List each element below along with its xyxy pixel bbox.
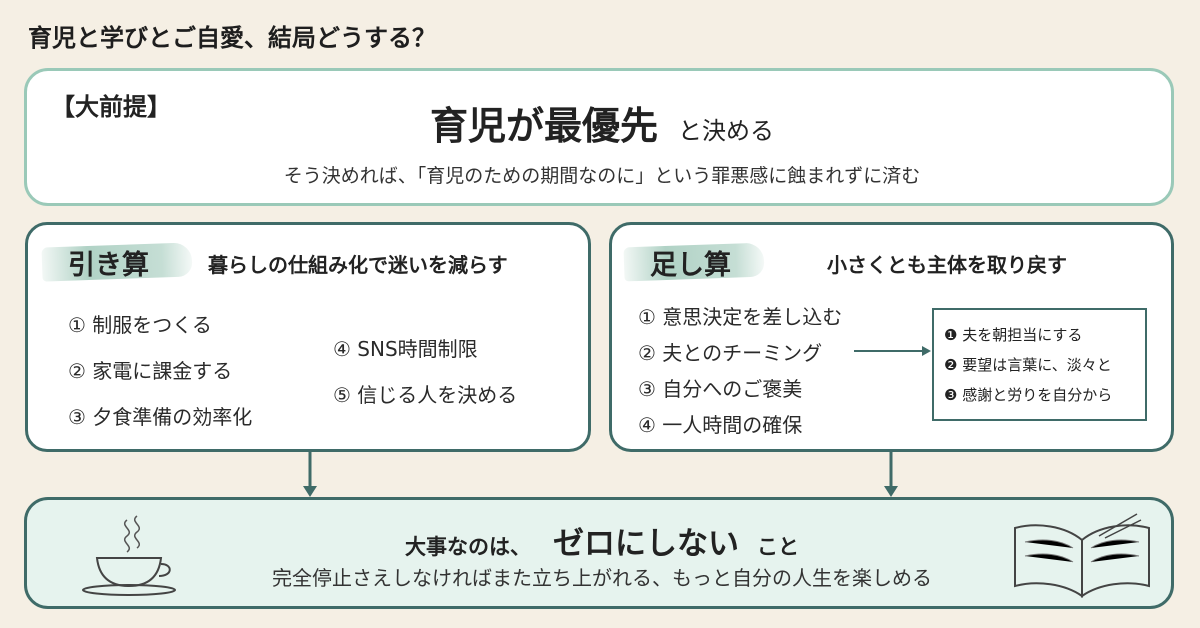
teaming-point: ❸ 感謝と労りを自分から (944, 386, 1113, 404)
subtract-heading: 引き算 (68, 250, 149, 281)
add-item: ④ 一人時間の確保 (638, 413, 803, 437)
conclusion-main: ゼロにしない (553, 526, 739, 562)
down-arrow-icon (884, 452, 898, 497)
conclusion-subtext: 完全停止さえしなければまた立ち上がれる、もっと自分の人生を楽しめる (272, 566, 932, 590)
premise-statement: 育児が最優先と決める (27, 95, 1177, 150)
subtract-item: ⑤ 信じる人を決める (333, 383, 518, 407)
conclusion-statement: 大事なのは、ゼロにしないこと (27, 518, 1177, 563)
page-title: 育児と学びとご自愛、結局どうする？ (28, 24, 436, 52)
subtract-panel: 引き算 暮らしの仕組み化で迷いを減らす ① 制服をつくる ② 家電に課金する ③… (25, 222, 591, 452)
add-item: ① 意思決定を差し込む (638, 305, 843, 329)
down-arrow-icon (303, 452, 317, 497)
premise-suffix: と決める (678, 117, 774, 145)
coffee-cup-icon (82, 515, 176, 596)
subtract-item: ① 制服をつくる (68, 313, 212, 337)
subtract-item: ④ SNS時間制限 (333, 337, 478, 361)
subtract-item: ③ 夕食準備の効率化 (68, 405, 253, 429)
premise-main-text: 育児が最優先 (429, 104, 658, 148)
subtract-subtitle: 暮らしの仕組み化で迷いを減らす (208, 253, 508, 277)
connector-arrow-icon (854, 346, 931, 356)
teaming-details-box: ❶ 夫を朝担当にする ❷ 要望は言葉に、淡々と ❸ 感謝と労りを自分から (932, 308, 1147, 421)
premise-box: 【大前提】 育児が最優先と決める そう決めれば、「育児のための期間なのに」という… (24, 68, 1174, 206)
add-panel: 足し算 小さくとも主体を取り戻す ① 意思決定を差し込む ② 夫とのチーミング … (609, 222, 1174, 452)
conclusion-suffix: こと (757, 535, 799, 559)
premise-tag: 【大前提】 (51, 93, 171, 121)
add-heading: 足し算 (650, 250, 731, 281)
add-subtitle: 小さくとも主体を取り戻す (827, 253, 1067, 277)
conclusion-box: 大事なのは、ゼロにしないこと 完全停止さえしなければまた立ち上がれる、もっと自分… (24, 497, 1174, 609)
teaming-point: ❶ 夫を朝担当にする (944, 326, 1083, 344)
teaming-point: ❷ 要望は言葉に、淡々と (944, 356, 1112, 374)
open-book-icon (1014, 513, 1150, 598)
subtract-item: ② 家電に課金する (68, 359, 233, 383)
add-item: ② 夫とのチーミング (638, 341, 823, 365)
premise-subtext: そう決めれば、「育児のための期間なのに」という罪悪感に蝕まれずに済む (283, 165, 921, 187)
conclusion-prefix: 大事なのは、 (405, 535, 531, 559)
add-item: ③ 自分へのご褒美 (638, 377, 803, 401)
